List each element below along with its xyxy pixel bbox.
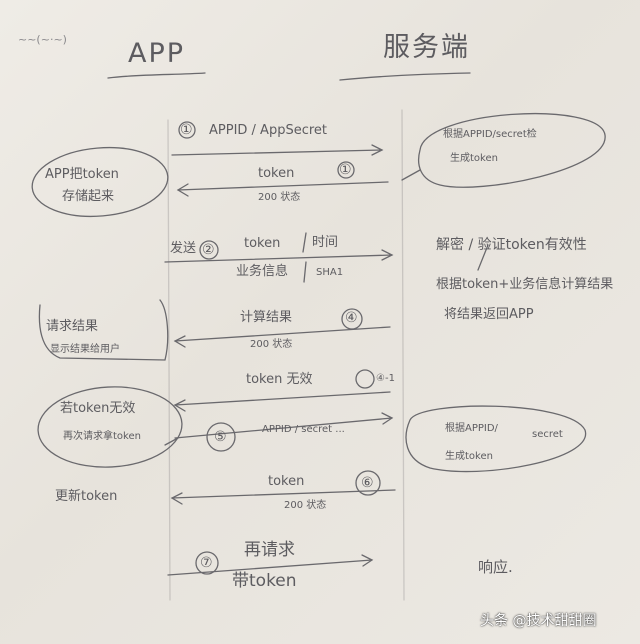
server-note-gen-2-c: 生成token bbox=[445, 451, 493, 462]
participant-server: 服务端 bbox=[383, 32, 470, 63]
msg-2-sha1: SHA1 bbox=[316, 267, 344, 278]
circle-step-5 bbox=[206, 422, 236, 452]
msg-1-reply-sub: 200 状态 bbox=[258, 192, 301, 203]
msg-5-label: APPID / secret ... bbox=[262, 424, 345, 435]
app-note-display-2: 显示结果给用户 bbox=[50, 344, 120, 355]
arrow-4-head bbox=[173, 335, 186, 348]
circle-step-7 bbox=[195, 551, 219, 575]
bracket-display bbox=[38, 299, 169, 361]
msg-1-reply-label: token bbox=[258, 166, 295, 181]
arrow-4-1 bbox=[174, 391, 391, 406]
arrow-6 bbox=[171, 489, 396, 499]
app-note-refresh: 更新token bbox=[55, 489, 118, 504]
step-7: ⑦ bbox=[200, 555, 213, 571]
circle-step-6 bbox=[355, 470, 381, 496]
arrow-1 bbox=[171, 149, 383, 156]
ellipse-server-1 bbox=[417, 112, 606, 188]
server-note-gen-2-b: secret bbox=[532, 429, 563, 440]
msg-1-label: APPID / AppSecret bbox=[209, 123, 328, 138]
server-note-process-1: 根据token+业务信息计算结果 bbox=[436, 277, 614, 292]
arrow-1-reply-head bbox=[176, 183, 189, 197]
corner-scribble: ~~(~·~) bbox=[18, 33, 67, 46]
server-pointer-1 bbox=[401, 169, 421, 181]
msg-4-sub: 200 状态 bbox=[250, 339, 293, 350]
server-note-gen-1-a: 根据APPID/secret检 bbox=[443, 129, 537, 140]
watermark: 头条 @技术甜甜圈 bbox=[480, 613, 597, 629]
app-note-display-1: 请求结果 bbox=[46, 319, 99, 334]
step-1: ① bbox=[180, 122, 193, 138]
app-lifeline bbox=[167, 119, 171, 601]
msg-2-time: 时间 bbox=[312, 235, 339, 250]
step-4: ④ bbox=[345, 310, 358, 326]
arrow-6-head bbox=[170, 492, 183, 505]
ellipse-server-2 bbox=[405, 405, 587, 473]
msg-4-1-label: token 无效 bbox=[246, 372, 313, 387]
server-note-done: 响应. bbox=[478, 558, 513, 576]
server-note-verify: 解密 / 验证token有效性 bbox=[436, 237, 587, 253]
msg-6-sub: 200 状态 bbox=[284, 500, 327, 511]
step-2: ② bbox=[202, 242, 215, 258]
msg-4-1-step: ④-1 bbox=[376, 373, 395, 384]
app-note-invalid-1: 若token无效 bbox=[60, 401, 136, 416]
arrow-4-1-head bbox=[173, 399, 186, 412]
arrow-1-head bbox=[371, 144, 384, 156]
circle-step-1 bbox=[178, 121, 196, 139]
arrow-2 bbox=[164, 254, 393, 263]
circle-step-4-1 bbox=[355, 369, 375, 389]
arrow-1-reply bbox=[177, 181, 389, 191]
arrow-5-tail bbox=[164, 437, 179, 446]
step-6: ⑥ bbox=[361, 475, 374, 491]
app-underline bbox=[107, 72, 206, 79]
msg2-divider-1 bbox=[302, 232, 307, 253]
arrow-2-head bbox=[381, 249, 394, 261]
participant-app: APP bbox=[128, 38, 186, 69]
msg-7-line-1: 再请求 bbox=[244, 540, 295, 560]
server-note-process-2: 将结果返回APP bbox=[444, 307, 534, 322]
msg2-divider-2 bbox=[303, 261, 307, 283]
step-5: ⑤ bbox=[214, 429, 227, 445]
circle-step-2 bbox=[199, 240, 219, 260]
verify-slash bbox=[477, 244, 489, 271]
ellipse-invalid bbox=[37, 386, 183, 468]
msg-6-label: token bbox=[268, 474, 305, 489]
msg-2-business: 业务信息 bbox=[236, 264, 289, 279]
app-note-store-2: 存储起来 bbox=[62, 189, 115, 204]
ellipse-store bbox=[31, 146, 169, 218]
circle-step-4 bbox=[341, 308, 363, 330]
arrow-7-head bbox=[361, 554, 374, 567]
server-lifeline bbox=[401, 109, 405, 601]
arrow-5-head bbox=[381, 412, 394, 425]
app-note-invalid-2: 再次请求拿token bbox=[63, 431, 141, 442]
msg-2-prefix: 发送 bbox=[170, 241, 197, 256]
server-underline bbox=[339, 72, 471, 81]
arrow-5 bbox=[174, 417, 393, 439]
msg-2-token: token bbox=[244, 236, 281, 251]
server-note-gen-2-a: 根据APPID/ bbox=[445, 423, 498, 434]
msg-4-label: 计算结果 bbox=[240, 310, 293, 325]
app-note-store-1: APP把token bbox=[45, 167, 119, 182]
server-note-gen-1-b: 生成token bbox=[450, 153, 498, 164]
msg-7-line-2: 带token bbox=[232, 571, 297, 591]
circle-step-1b bbox=[337, 161, 355, 179]
step-1-reply: ① bbox=[339, 162, 352, 178]
